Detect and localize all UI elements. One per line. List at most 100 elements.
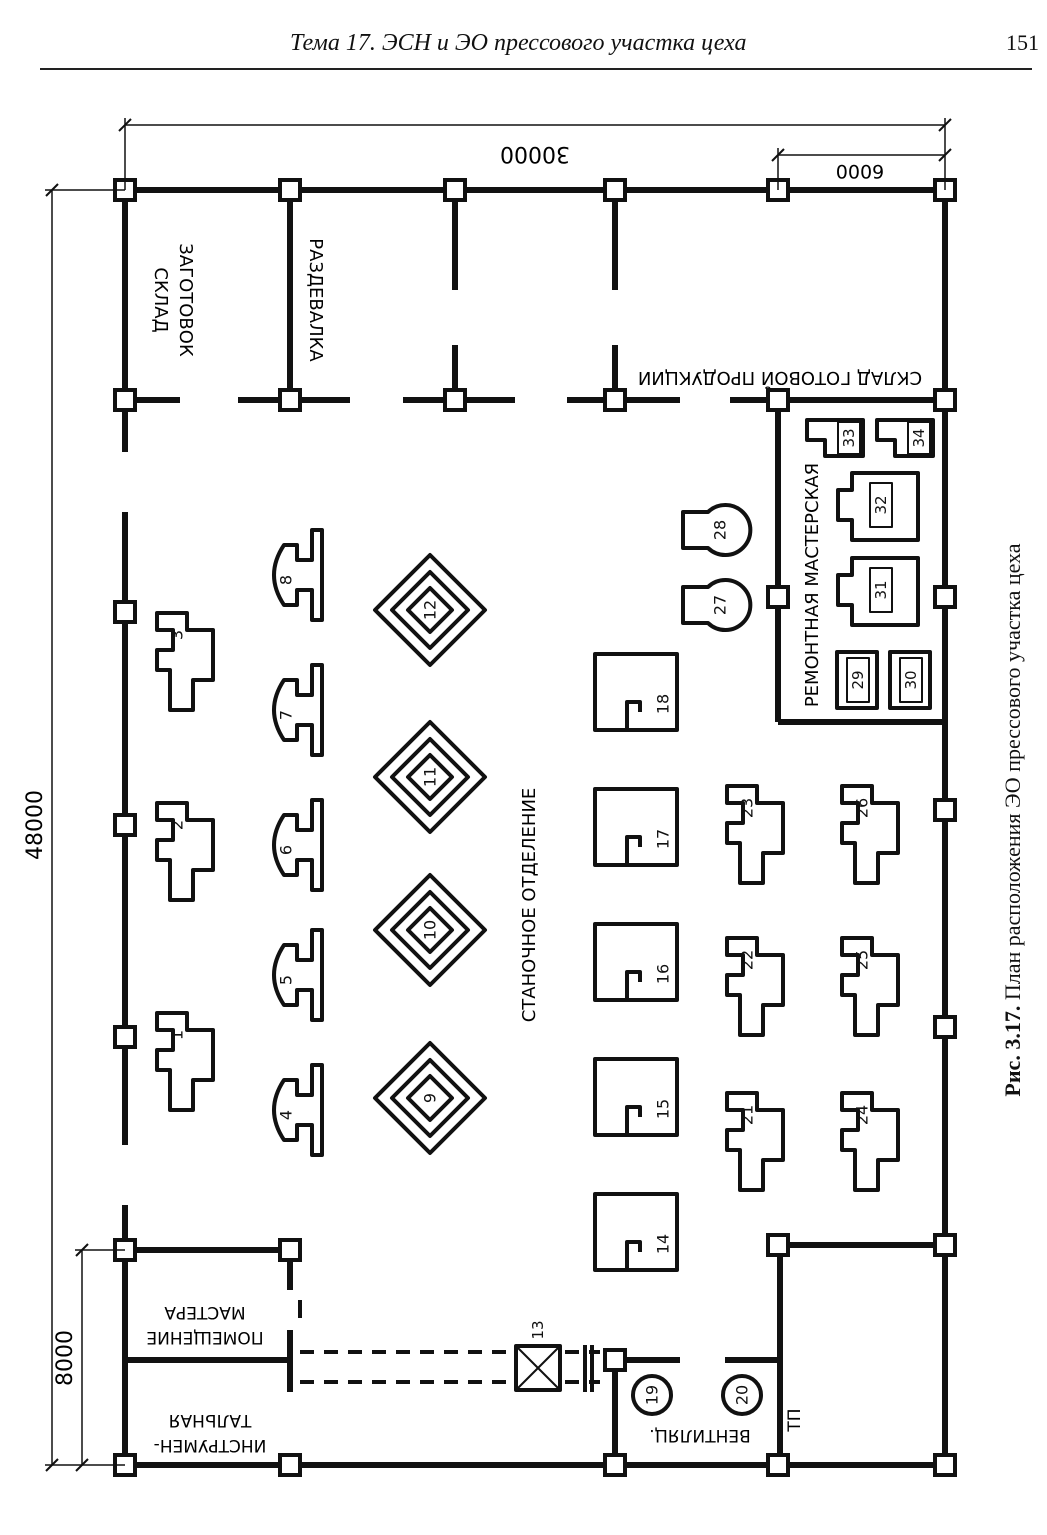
dim-height: 48000	[23, 790, 48, 860]
structural-column	[113, 600, 137, 624]
equipment-press-24[interactable]	[840, 1091, 900, 1192]
machine-notch	[625, 1240, 642, 1270]
room-label-remontnaya: РЕМОНТНАЯ МАСТЕРСКАЯ	[802, 463, 823, 707]
equipment-press-23[interactable]	[725, 784, 785, 885]
room-label-tp: ТП	[785, 1408, 805, 1432]
equipment-number: 8	[277, 575, 296, 585]
equipment-crane-13[interactable]	[514, 1344, 562, 1392]
corner-machine-inner	[907, 421, 931, 455]
press-outline	[725, 1091, 785, 1192]
dim-width: 30000	[500, 141, 570, 166]
equipment-box-15[interactable]	[593, 1057, 679, 1137]
equipment-number: 4	[277, 1110, 296, 1120]
room-label-stanochnoe: СТАНОЧНОЕ ОТДЕЛЕНИЕ	[519, 788, 540, 1023]
structural-column	[278, 1453, 302, 1477]
room-label-instr-1: ИНСТРУМЕН-	[154, 1435, 267, 1455]
room-label-sklad-gotovoi: СКЛАД ГОТОВОЙ ПРОДУКЦИИ	[638, 367, 922, 389]
equipment-diamond-11[interactable]	[373, 720, 487, 834]
equipment-fan-28[interactable]	[681, 503, 753, 557]
hammer-outline	[272, 528, 324, 622]
structural-column	[766, 1453, 790, 1477]
equipment-number: 3	[168, 630, 187, 640]
equipment-number: 26	[853, 798, 872, 818]
structural-column	[278, 178, 302, 202]
equipment-hammer-5[interactable]	[272, 928, 324, 1022]
structural-column	[113, 388, 137, 412]
machine-outline	[593, 922, 679, 1002]
equipment-number: 10	[421, 920, 440, 940]
equipment-number: 2	[168, 820, 187, 830]
equipment-lathe-31[interactable]	[836, 556, 920, 627]
small-machine-inner	[846, 657, 870, 703]
equipment-number: 30	[902, 670, 920, 689]
equipment-lathe-32[interactable]	[836, 471, 920, 542]
structural-column	[766, 1233, 790, 1257]
equipment-box-18[interactable]	[593, 652, 679, 732]
fan-outline	[681, 503, 753, 557]
equipment-circle-20[interactable]	[721, 1374, 763, 1416]
structural-column	[113, 1025, 137, 1049]
diamond-outline	[406, 906, 454, 954]
room-label-pomeshchenie-2: МАСТЕРА	[164, 1302, 246, 1322]
equipment-fan-27[interactable]	[681, 578, 753, 632]
hammer-outline	[272, 1063, 324, 1157]
equipment-press-3[interactable]	[155, 611, 215, 712]
equipment-number: 31	[872, 580, 890, 599]
room-label-sklad-2: ЗАГОТОВОК	[175, 243, 196, 357]
equipment-box-16[interactable]	[593, 922, 679, 1002]
caption-number: Рис. 3.17.	[1000, 1006, 1025, 1097]
press-outline	[840, 784, 900, 885]
equipment-hammer-6[interactable]	[272, 798, 324, 892]
machine-outline	[593, 1057, 679, 1137]
machine-outline	[593, 787, 679, 867]
equipment-number: 24	[853, 1105, 872, 1125]
equipment-hammer-8[interactable]	[272, 528, 324, 622]
press-outline	[155, 611, 215, 712]
machine-notch	[625, 835, 642, 865]
equipment-press-1[interactable]	[155, 1011, 215, 1112]
crane-rails	[300, 1350, 600, 1384]
equipment-number: 1	[168, 1030, 187, 1040]
equipment-number: 22	[738, 950, 757, 970]
equipment-number: 9	[421, 1093, 440, 1103]
press-outline	[840, 1091, 900, 1192]
equipment-diamond-10[interactable]	[373, 873, 487, 987]
equipment-press-2[interactable]	[155, 801, 215, 902]
equipment-press-22[interactable]	[725, 936, 785, 1037]
equipment-corner-34[interactable]	[875, 418, 935, 458]
small-machine-inner	[899, 657, 923, 703]
equipment-number: 16	[654, 964, 673, 984]
equipment-number: 23	[738, 798, 757, 818]
equipment-small-29[interactable]	[835, 650, 879, 710]
equipment-hammer-7[interactable]	[272, 663, 324, 757]
equipment-hammer-4[interactable]	[272, 1063, 324, 1157]
equipment-box-17[interactable]	[593, 787, 679, 867]
equipment-press-21[interactable]	[725, 1091, 785, 1192]
equipment-number: 12	[421, 600, 440, 620]
equipment-number: 13	[529, 1320, 547, 1339]
diamond-outline	[406, 753, 454, 801]
equipment-number: 5	[277, 975, 296, 985]
equipment-press-26[interactable]	[840, 784, 900, 885]
room-label-instr-2: ТАЛЬНАЯ	[169, 1410, 253, 1430]
equipment-number: 19	[643, 1385, 662, 1405]
press-outline	[155, 1011, 215, 1112]
equipment-box-14[interactable]	[593, 1192, 679, 1272]
equipment-diamond-12[interactable]	[373, 553, 487, 667]
equipment-number: 14	[654, 1234, 673, 1254]
caption-text: План расположения ЭО прессового участка …	[1000, 543, 1025, 1005]
equipment-diamond-9[interactable]	[373, 1041, 487, 1155]
room-label-sklad-1: СКЛАД	[150, 267, 171, 332]
hammer-outline	[272, 928, 324, 1022]
equipment-number: 33	[840, 428, 858, 447]
structural-column	[603, 1348, 627, 1372]
figure-caption: Рис. 3.17. План расположения ЭО прессово…	[1000, 543, 1025, 1096]
equipment-circle-19[interactable]	[631, 1374, 673, 1416]
corner-machine-inner	[837, 421, 861, 455]
equipment-small-30[interactable]	[888, 650, 932, 710]
equipment-press-25[interactable]	[840, 936, 900, 1037]
equipment-corner-33[interactable]	[805, 418, 865, 458]
page-header-title: Тема 17. ЭСН и ЭО прессового участка цех…	[290, 30, 747, 56]
fan-outline	[681, 578, 753, 632]
equipment-number: 32	[872, 495, 890, 514]
